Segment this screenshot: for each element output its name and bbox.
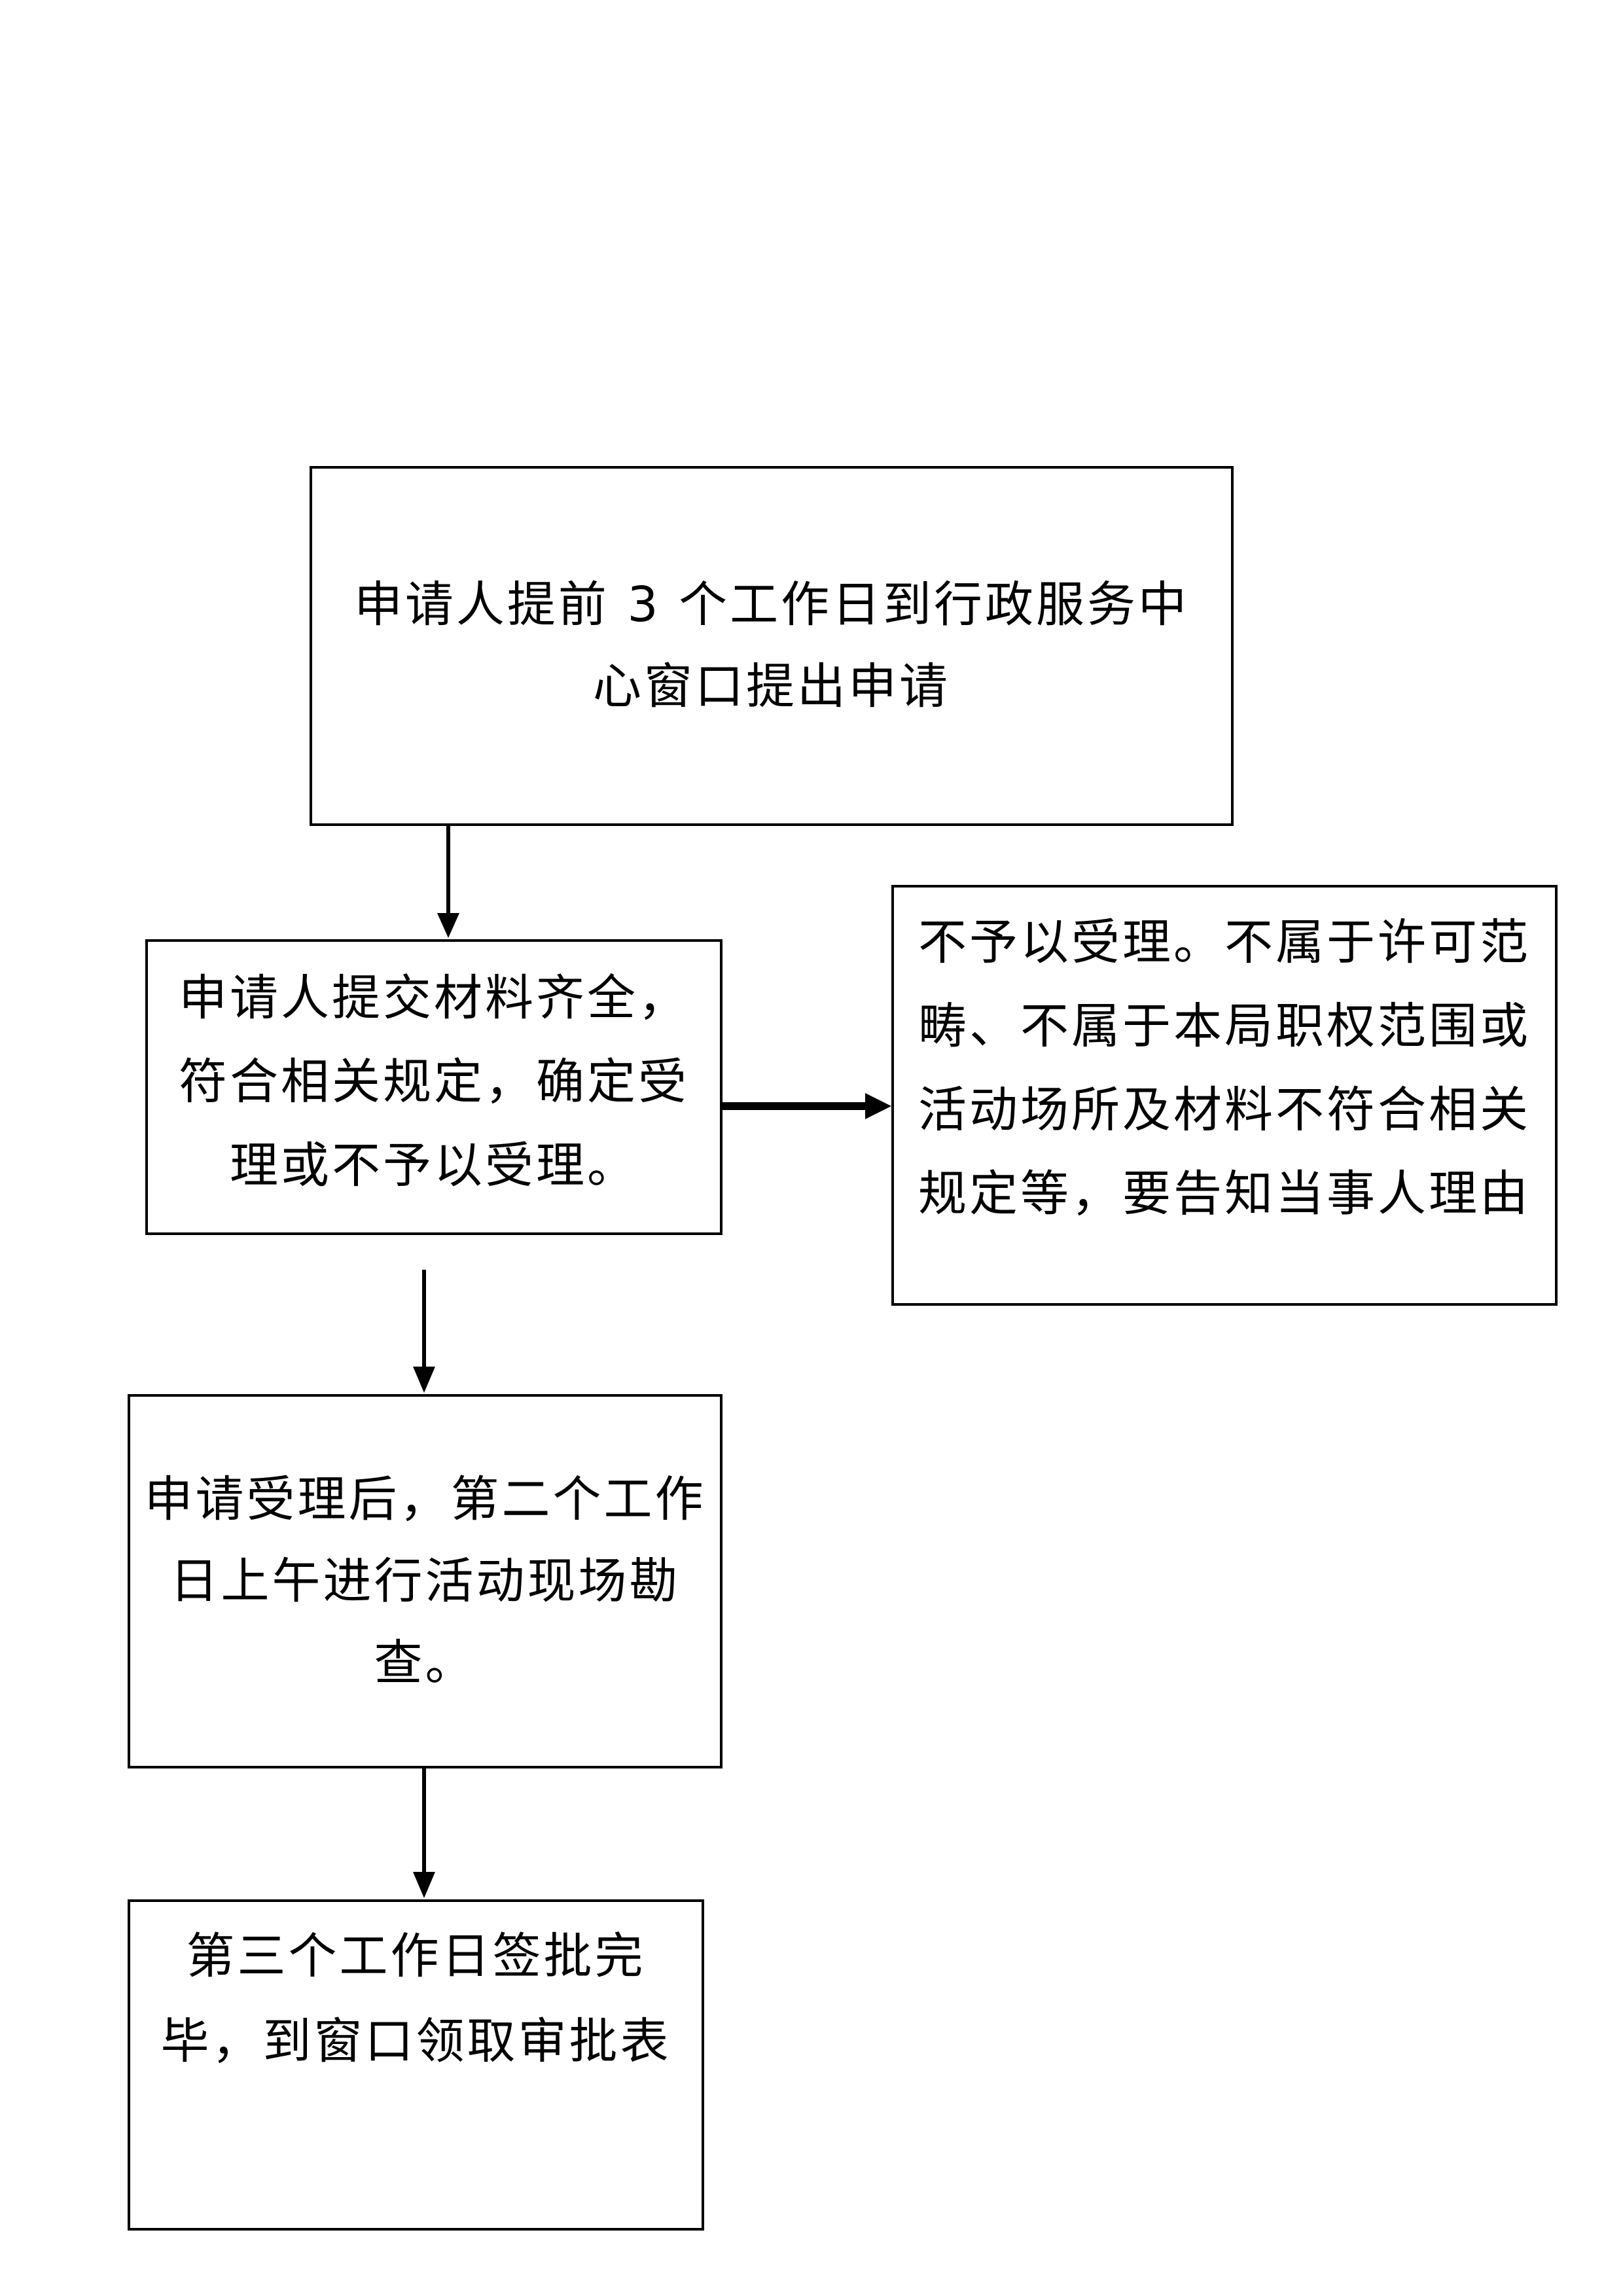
flow-node-site-inspection: 申请受理后，第二个工作日上午进行活动现场勘查。 xyxy=(128,1394,722,1768)
node-text: 第三个工作日签批完毕，到窗口领取审批表 xyxy=(160,1928,671,2070)
arrowhead-reject xyxy=(865,1093,891,1119)
flow-node-collect-approval: 第三个工作日签批完毕，到窗口领取审批表 xyxy=(128,1899,704,2231)
node-text: 申请受理后，第二个工作日上午进行活动现场勘查。 xyxy=(144,1471,706,1691)
flow-node-accept-decision: 申请人提交材料齐全，符合相关规定，确定受理或不予以受理。 xyxy=(145,939,722,1235)
flow-node-submit-application: 申请人提前 3 个工作日到行政服务中心窗口提出申请 xyxy=(310,466,1234,826)
node-text: 不予以受理。不属于许可范畴、不属于本局职权范围或活动场所及材料不符合相关规定等，… xyxy=(918,914,1531,1222)
arrowhead-step2 xyxy=(437,913,459,938)
node-text: 申请人提前 3 个工作日到行政服务中心窗口提出申请 xyxy=(353,577,1190,715)
arrowhead-step4 xyxy=(413,1872,435,1898)
arrowhead-step3 xyxy=(413,1367,435,1393)
node-text: 申请人提交材料齐全，符合相关规定，确定受理或不予以受理。 xyxy=(179,970,689,1194)
flow-node-rejection: 不予以受理。不属于许可范畴、不属于本局职权范围或活动场所及材料不符合相关规定等，… xyxy=(891,885,1558,1306)
